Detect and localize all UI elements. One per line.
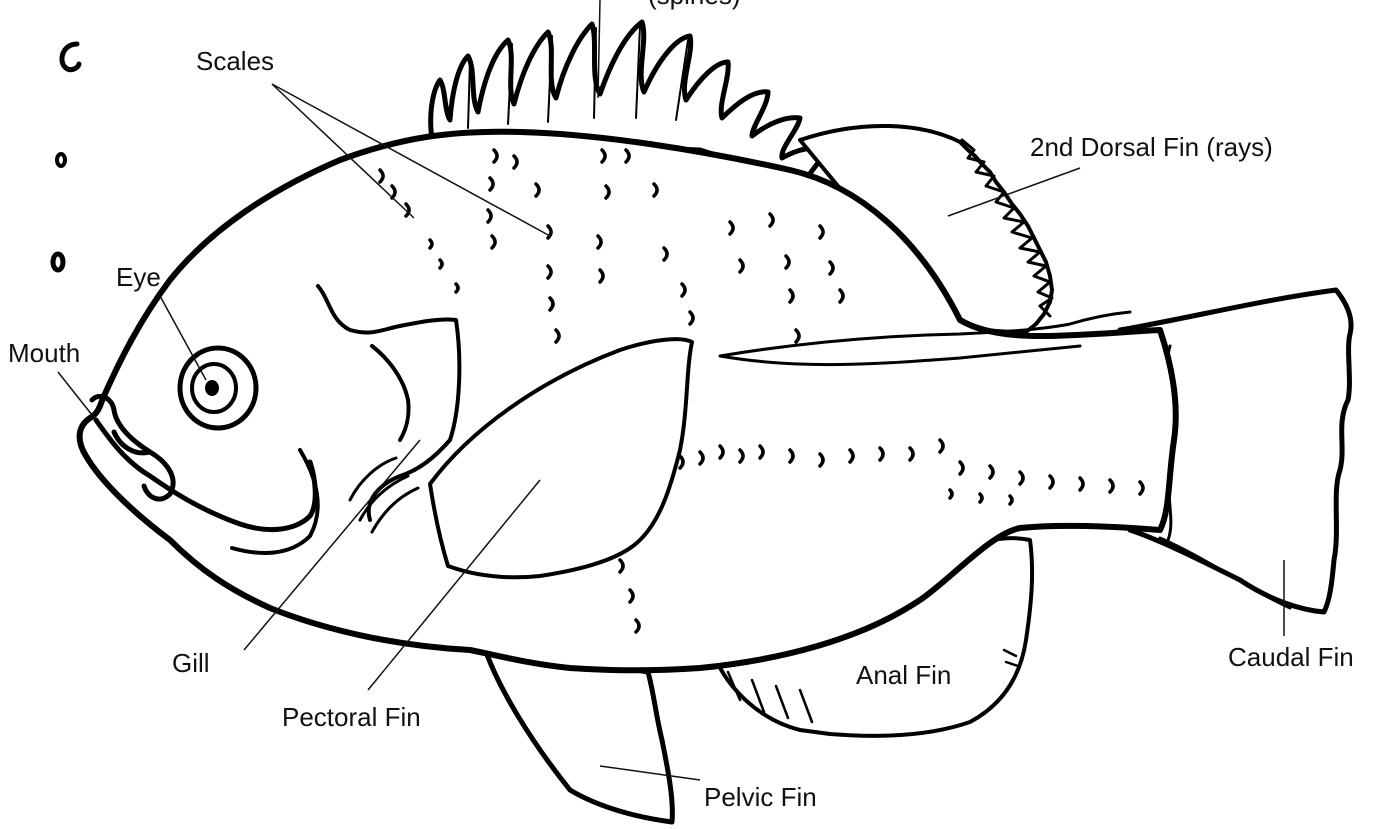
label-spines-clipped: (spines) [648,0,740,10]
label-eye: Eye [116,262,161,292]
leader-spines [598,0,600,98]
label-pelvic-fin: Pelvic Fin [704,782,817,812]
label-anal-fin: Anal Fin [856,660,951,690]
label-second-dorsal-fin: 2nd Dorsal Fin (rays) [1030,132,1273,162]
leader-mouth [58,372,96,420]
pelvic-fin [486,652,672,822]
bubble-middle [57,154,65,166]
bubbles [53,44,79,270]
label-scales: Scales [196,46,274,76]
bubble-bottom [53,254,63,270]
label-mouth: Mouth [8,338,80,368]
label-caudal-fin: Caudal Fin [1228,642,1354,672]
label-pectoral-fin: Pectoral Fin [282,702,421,732]
bubble-top [62,44,79,70]
label-gill: Gill [172,648,210,678]
